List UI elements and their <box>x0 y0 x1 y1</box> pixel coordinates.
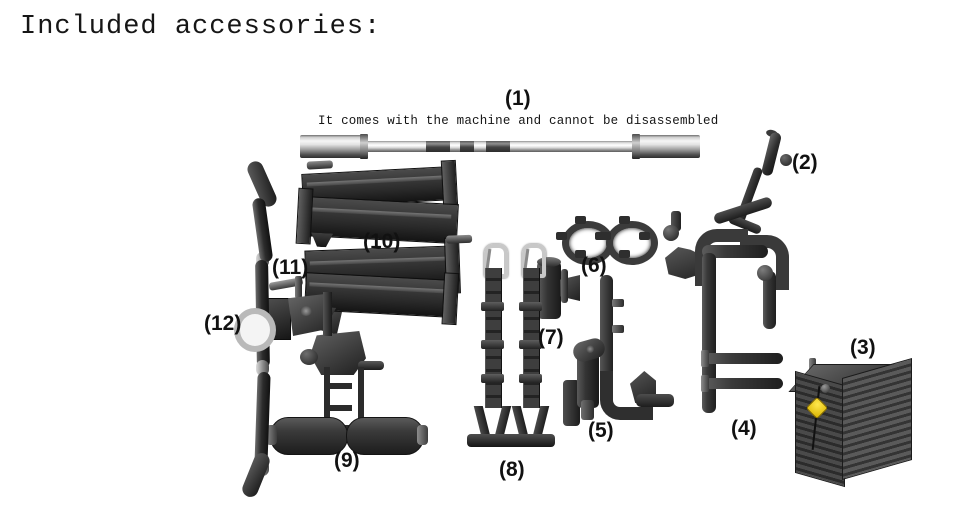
leg-developer-rung <box>324 405 352 411</box>
callout-label-8: (8) <box>499 458 525 481</box>
handle-knob <box>780 154 792 166</box>
collar-lug <box>556 232 567 240</box>
strap-band <box>481 340 504 349</box>
hanger-horizontal-bar <box>636 394 674 407</box>
callout-label-5: (5) <box>588 419 614 442</box>
frame-peg-cap <box>701 375 709 392</box>
barbell-sleeve-right <box>636 135 700 158</box>
barbell-knurl <box>426 141 450 152</box>
clamp-hole <box>300 306 312 316</box>
callout-label-7: (7) <box>538 326 564 349</box>
frame-peg-lower <box>705 378 783 389</box>
beam-foot <box>310 232 333 247</box>
part-curved-handle-arm <box>727 128 810 242</box>
hanger-vertical-tube <box>600 275 613 385</box>
cylinder-sleeve <box>563 380 580 426</box>
handle-grip <box>760 131 783 177</box>
frame-elbow-right <box>740 235 789 290</box>
strap-band <box>481 302 504 311</box>
strap-band <box>519 340 542 349</box>
part-curved-frame-tube <box>645 195 805 425</box>
part-curved-lat-bar <box>234 158 300 500</box>
barbell-knurl <box>486 141 510 152</box>
callout-label-6: (6) <box>581 254 607 277</box>
callout-label-1: (1) <box>505 87 531 110</box>
handle-grip-bar <box>505 434 555 447</box>
cylinder-hole <box>586 345 594 353</box>
part-spring-collar-right <box>600 216 658 265</box>
callout-label-2: (2) <box>792 151 818 174</box>
callout-label-12: (12) <box>204 312 242 335</box>
callout-label-9: (9) <box>334 449 360 472</box>
barbell-collar-left <box>360 134 368 159</box>
frame-stub <box>671 211 681 231</box>
roller-end-cap <box>266 425 277 445</box>
lat-bar-bottom-tip <box>239 450 273 500</box>
barbell-note: It comes with the machine and cannot be … <box>318 114 719 128</box>
hanger-bend <box>600 371 653 420</box>
weight-stack-side-plates <box>842 357 912 481</box>
frame-peg-cap <box>701 350 709 367</box>
barbell-collar-right <box>632 134 640 159</box>
page-title: Included accessories: <box>20 12 382 42</box>
callout-label-11: (11) <box>272 256 309 279</box>
lat-bar-grip-upper <box>251 197 274 263</box>
barbell-knurl <box>460 141 474 152</box>
callout-label-10: (10) <box>363 230 401 253</box>
bracket-pin <box>561 269 568 303</box>
frame-knob <box>663 225 679 241</box>
collar-lug <box>600 232 611 240</box>
clamp-lip <box>323 292 332 336</box>
handle-grip-bar <box>467 434 517 447</box>
collar-lug <box>639 232 650 240</box>
cylinder-tip <box>581 400 594 420</box>
frame-vertical-tube <box>702 253 716 413</box>
frame-right-tip <box>757 265 773 281</box>
leg-developer-stub <box>358 361 384 370</box>
barbell-sleeve-left <box>300 135 364 158</box>
leg-developer-rung <box>324 383 352 389</box>
leg-developer-frame <box>324 367 364 431</box>
bracket-tube-cap <box>537 257 561 267</box>
leg-developer-knob <box>300 349 318 365</box>
beam-stud <box>306 160 334 170</box>
roller-end-cap <box>417 425 428 445</box>
collar-lug <box>575 216 586 224</box>
collar-lug <box>619 250 630 258</box>
lat-bar-ring <box>234 308 276 352</box>
beam-end-plate <box>440 159 459 207</box>
collar-lug <box>575 250 586 258</box>
clamp-bolt <box>295 276 302 298</box>
cylinder-body <box>577 352 599 408</box>
callout-label-4: (4) <box>731 417 757 440</box>
leg-developer-head <box>310 331 366 375</box>
beam-stud <box>445 234 473 244</box>
strap-band <box>519 374 542 383</box>
part-frame-hanger <box>600 275 674 425</box>
collar-ring <box>606 221 658 265</box>
handle-strap <box>485 268 502 408</box>
collar-lug <box>619 216 630 224</box>
frame-horizontal-tube <box>702 245 768 258</box>
part-weight-stack <box>788 357 915 490</box>
strap-band <box>519 302 542 311</box>
strap-band <box>481 374 504 383</box>
part-olympic-barbell <box>300 134 700 160</box>
part-strap-handle-right <box>505 244 555 454</box>
part-cylinder-pin <box>563 335 617 426</box>
frame-right-drop-tube <box>763 271 776 329</box>
hanger-nub <box>612 325 624 333</box>
callout-label-3: (3) <box>850 336 876 359</box>
frame-peg-upper <box>705 353 783 364</box>
weight-stack-bolt <box>821 384 830 393</box>
part-strap-handle-left <box>467 244 517 454</box>
part-leg-developer-rollers <box>262 305 432 455</box>
beam-end-plate <box>441 272 460 326</box>
hanger-nub <box>612 299 624 307</box>
part-spring-collar-left <box>556 216 614 265</box>
